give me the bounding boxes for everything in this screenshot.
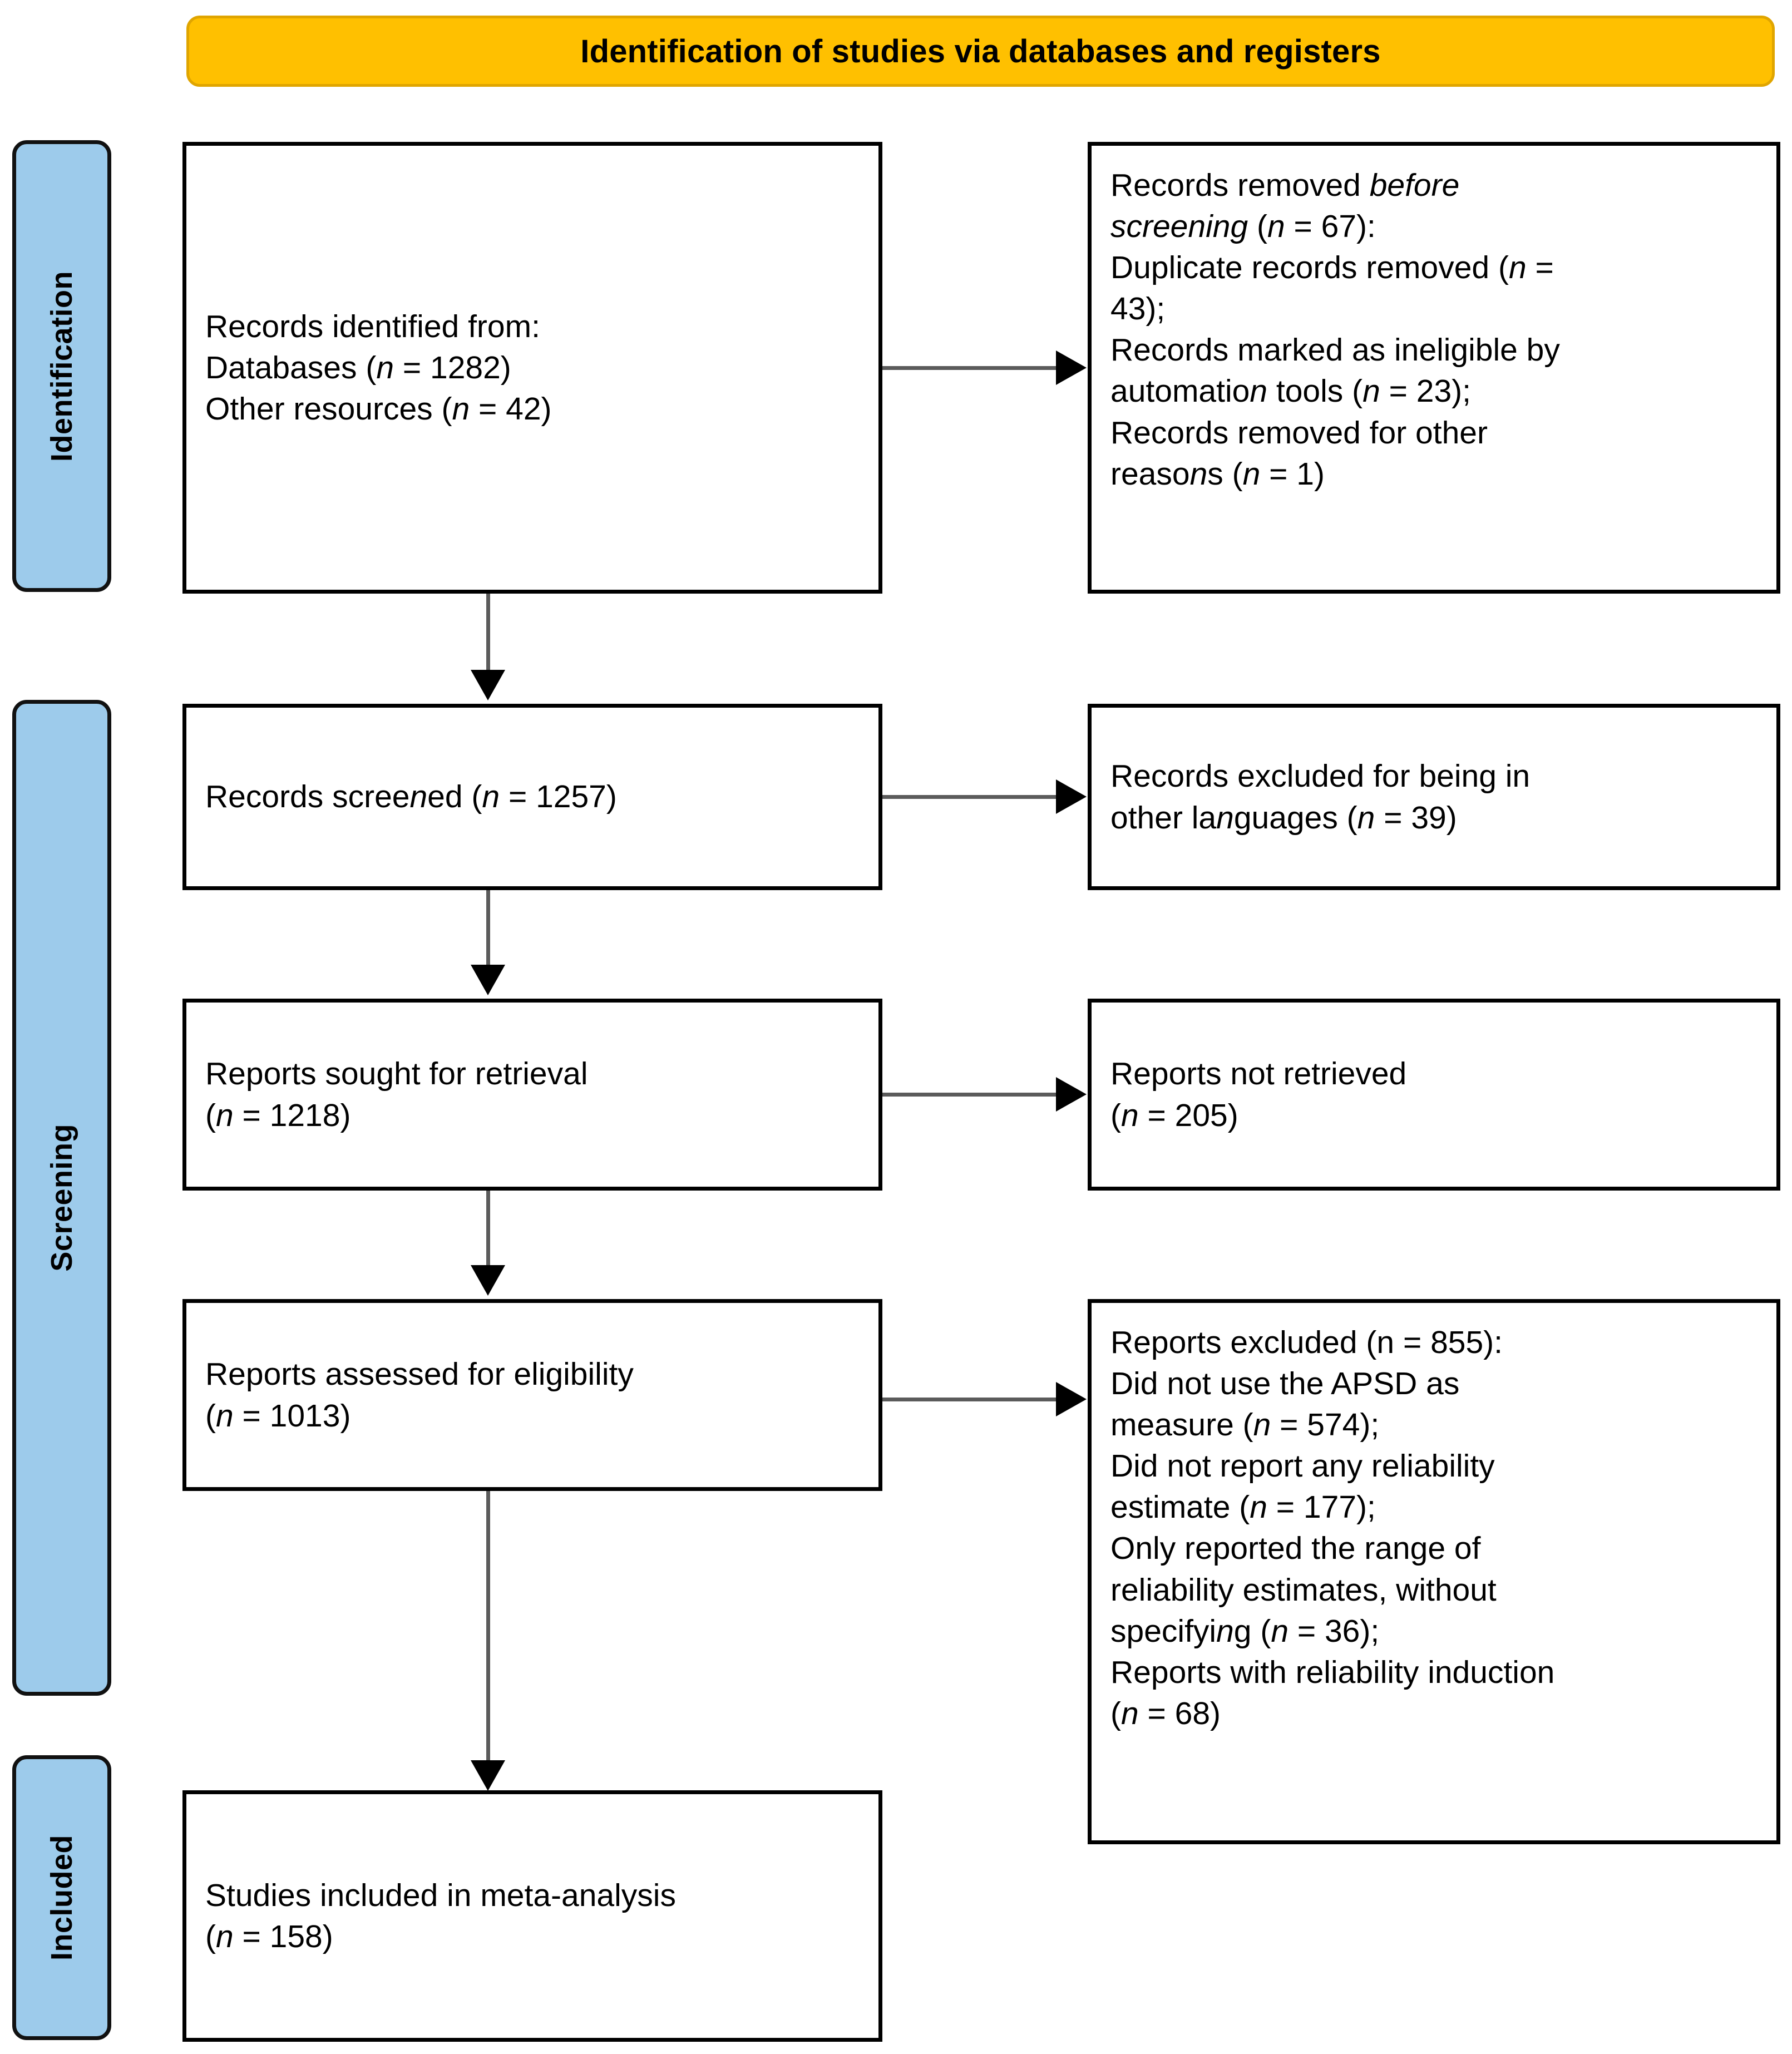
banner-title: Identification of studies via databases … [580, 33, 1381, 70]
text-line: Reports not retrieved [1110, 1056, 1407, 1092]
box-records-identified: Records identified from: Databases (n = 1… [182, 142, 882, 594]
stage-tab-included: Included [12, 1755, 111, 2040]
text-line: (n = 158) [205, 1919, 333, 1954]
text-line: (n = 68) [1110, 1695, 1221, 1731]
arrow-head-sought-to-not-retrieved [1056, 1077, 1087, 1112]
text-line: Duplicate records removed (n = [1110, 250, 1554, 286]
text-line: Databases (n = 1282) [205, 349, 511, 386]
text-line: Records removed before [1110, 167, 1460, 203]
text-line: Only reported the range of [1110, 1530, 1481, 1567]
text-line: Studies included in meta-analysis [205, 1877, 676, 1913]
text-line: Reports sought for retrieval [205, 1056, 588, 1092]
text-line: Records marked as ineligible by [1110, 332, 1560, 368]
text-line: Records excluded for being in [1110, 758, 1531, 794]
text-line: (n = 205) [1110, 1097, 1238, 1133]
text-line: reliability estimates, without [1110, 1572, 1497, 1608]
box-reports-excluded: Reports excluded (n = 855): Did not use t… [1088, 1299, 1780, 1844]
stage-tab-included-label: Included [45, 1834, 78, 1961]
arrow-head-assessed-to-included [471, 1760, 505, 1791]
text-line: automation tools (n = 23); [1110, 373, 1471, 409]
text-line: 43); [1110, 291, 1166, 327]
box-reports-assessed: Reports assessed for eligibility (n = 101… [182, 1299, 882, 1491]
box-reports-sought-content: Reports sought for retrieval (n = 1218) [186, 1053, 878, 1135]
box-reports-sought: Reports sought for retrieval (n = 1218) [182, 999, 882, 1191]
box-records-removed-content: Records removed before screening (n = 67)… [1092, 146, 1776, 495]
text-line: specifying (n = 36); [1110, 1613, 1380, 1649]
box-records-removed: Records removed before screening (n = 67)… [1088, 142, 1780, 594]
text-line: screening (n = 67): [1110, 209, 1376, 245]
arrow-head-sought-to-assessed [471, 1265, 505, 1296]
diagram-header-banner: Identification of studies via databases … [186, 16, 1775, 87]
box-reports-assessed-content: Reports assessed for eligibility (n = 101… [186, 1354, 878, 1436]
text-line: Reports assessed for eligibility [205, 1356, 634, 1393]
arrow-assessed-to-included [486, 1491, 490, 1767]
arrow-identified-to-screened [486, 594, 490, 677]
box-records-screened-content: Records screened (n = 1257) [186, 776, 878, 817]
box-records-excluded-language-content: Records excluded for being in other langu… [1092, 756, 1776, 838]
text-line: (n = 1218) [205, 1097, 351, 1133]
text-line: estimate (n = 177); [1110, 1489, 1376, 1525]
text-line: Records screened (n = 1257) [205, 779, 617, 815]
arrow-head-identified-to-screened [471, 670, 505, 700]
text-line: Records identified from: [205, 308, 540, 344]
arrow-screened-to-excluded-language [882, 795, 1058, 799]
box-reports-excluded-content: Reports excluded (n = 855): Did not use t… [1092, 1303, 1776, 1734]
arrow-sought-to-assessed [486, 1191, 490, 1272]
text-line: measure (n = 574); [1110, 1407, 1380, 1443]
box-reports-not-retrieved-content: Reports not retrieved (n = 205) [1092, 1053, 1776, 1135]
text-line: (n = 1013) [205, 1398, 351, 1434]
arrow-head-screened-to-sought [471, 965, 505, 995]
arrow-identified-to-removed [882, 366, 1058, 370]
text-line: Did not report any reliability [1110, 1448, 1495, 1484]
text-line: Did not use the APSD as [1110, 1366, 1460, 1402]
stage-tab-identification: Identification [12, 140, 111, 592]
arrow-screened-to-sought [486, 890, 490, 972]
stage-tab-screening: Screening [12, 700, 111, 1696]
box-studies-included-content: Studies included in meta-analysis (n = 15… [186, 1875, 878, 1957]
stage-tab-screening-label: Screening [45, 1124, 78, 1272]
stage-tab-identification-label: Identification [45, 270, 78, 462]
box-records-screened: Records screened (n = 1257) [182, 704, 882, 890]
arrow-head-assessed-to-excluded [1056, 1382, 1087, 1416]
box-records-excluded-language: Records excluded for being in other langu… [1088, 704, 1780, 890]
text-line: Reports with reliability induction [1110, 1654, 1555, 1690]
text-line: reasons (n = 1) [1110, 456, 1325, 492]
box-records-identified-content: Records identified from: Databases (n = 1… [186, 306, 878, 429]
text-line: other languages (n = 39) [1110, 799, 1457, 836]
box-reports-not-retrieved: Reports not retrieved (n = 205) [1088, 999, 1780, 1191]
arrow-head-identified-to-removed [1056, 350, 1087, 385]
text-line: Reports excluded (n = 855): [1110, 1325, 1503, 1360]
arrow-sought-to-not-retrieved [882, 1093, 1058, 1097]
arrow-assessed-to-excluded [882, 1398, 1058, 1401]
box-studies-included: Studies included in meta-analysis (n = 15… [182, 1790, 882, 2042]
arrow-head-screened-to-excluded-language [1056, 779, 1087, 814]
text-line: Other resources (n = 42) [205, 391, 552, 427]
text-line: Records removed for other [1110, 414, 1488, 451]
